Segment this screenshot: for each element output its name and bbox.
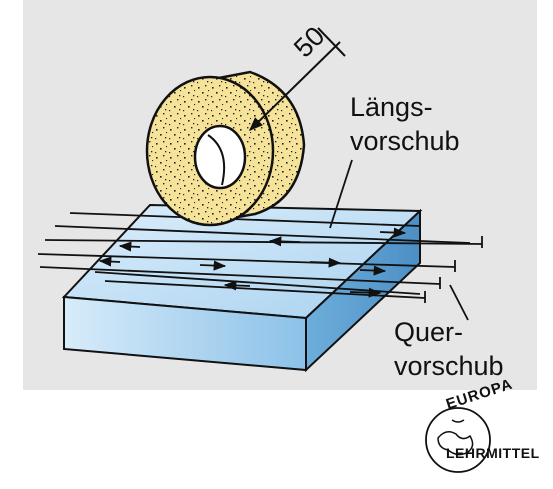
feed-arrow	[268, 236, 301, 247]
quervorschub-leader	[449, 284, 469, 321]
feed-arrow	[223, 280, 251, 291]
quervorschub-label-line1: Quer-	[394, 317, 464, 347]
label-leaders	[329, 159, 469, 321]
dimension-line	[248, 27, 346, 131]
quervorschub-label-line2: vorschub	[394, 351, 504, 381]
wheel-bore	[193, 124, 247, 190]
feed-arrow	[379, 227, 407, 238]
feed-path-lines	[37, 212, 483, 303]
feed-line	[39, 266, 441, 285]
logo-subtitle-text: LEHRMITTEL	[446, 445, 540, 461]
feed-line	[37, 253, 456, 268]
bore-inner-edge	[207, 134, 226, 186]
feed-line	[44, 239, 483, 245]
feed-arrow	[118, 241, 141, 252]
feed-arrow	[309, 257, 342, 268]
feed-arrow	[359, 265, 387, 276]
laengsvorschub-label-line2: vorschub	[350, 126, 460, 156]
feed-arrow	[349, 287, 382, 298]
europa-lehrmittel-logo	[425, 407, 491, 473]
feed-arrow	[98, 256, 121, 267]
laengsvorschub-leader	[329, 159, 353, 229]
laengsvorschub-label-line1: Längs-	[350, 92, 433, 122]
feed-line	[69, 212, 421, 227]
feed-arrow	[199, 260, 227, 271]
grinding-wheel	[145, 70, 306, 227]
feed-line	[54, 225, 471, 244]
feed-line	[94, 271, 421, 295]
